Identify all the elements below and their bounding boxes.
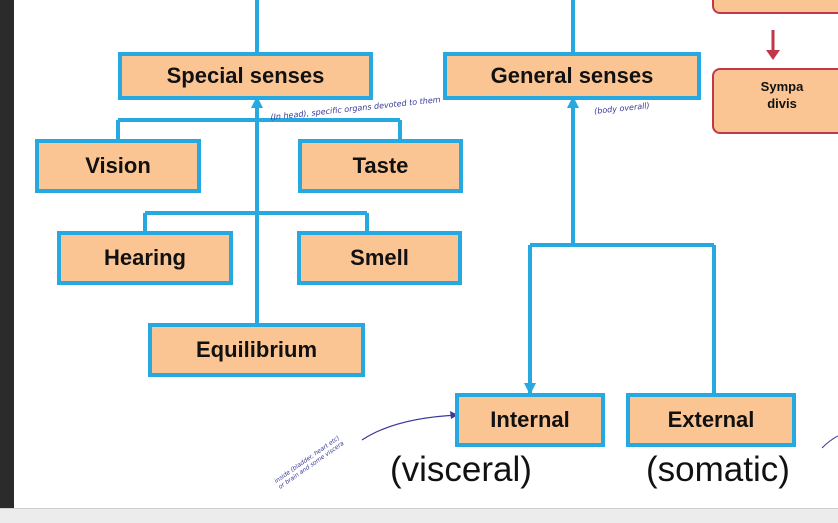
box-equilibrium: Equilibrium (148, 323, 365, 377)
ink-arrow (361, 414, 459, 441)
side-box-sympathetic: Sympa divis (712, 68, 838, 134)
box-hearing: Hearing (57, 231, 233, 285)
box-special-senses: Special senses (118, 52, 373, 100)
box-vision: Vision (35, 139, 201, 193)
label-visceral: (visceral) (390, 450, 532, 489)
side-box-line2: divis (767, 96, 797, 111)
window-bottom-bar (0, 508, 838, 523)
box-external: External (626, 393, 796, 447)
box-general-senses: General senses (443, 52, 701, 100)
ink-stroke-right (821, 435, 838, 449)
side-box-line1: Sympa (760, 79, 804, 94)
window-edge-bar (0, 0, 14, 522)
arrow-internal-bottom (524, 383, 536, 395)
box-smell: Smell (297, 231, 462, 285)
box-internal: Internal (455, 393, 605, 447)
arrow-special (251, 96, 263, 108)
side-box-top (712, 0, 838, 14)
arrow-general (567, 96, 579, 108)
label-somatic: (somatic) (646, 450, 790, 489)
box-taste: Taste (298, 139, 463, 193)
